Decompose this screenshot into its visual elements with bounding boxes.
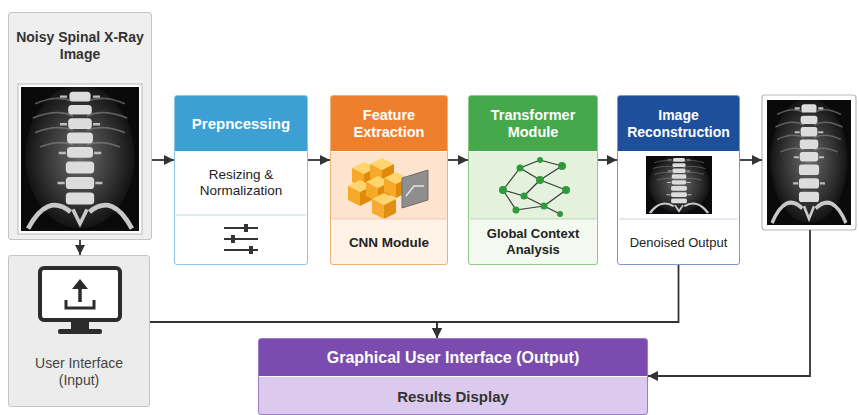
box-fill: [175, 96, 307, 151]
text-slot: Global Context Analysis: [474, 220, 592, 264]
box-fill: [331, 96, 447, 151]
text-slot: User Interface (Input): [14, 342, 144, 402]
process-box: Image ReconstructionDenoised Output: [617, 95, 740, 265]
box-heading: Transformer Module: [474, 107, 592, 142]
input-ui-panel: User Interface (Input): [8, 255, 150, 407]
flow-arrow: [308, 159, 330, 161]
box-fill: [9, 256, 149, 407]
output-arrows: [648, 160, 810, 376]
text-slot: Denoised Output: [623, 222, 734, 264]
text-slot: Results Display: [264, 377, 642, 415]
text-slot: Prepncessing: [180, 96, 302, 152]
flow-arrow: [448, 159, 468, 161]
flow-arrow: [152, 159, 174, 161]
box-fill: [469, 220, 597, 265]
box-body: CNN Module: [349, 235, 429, 251]
process-box: PrepncessingResizing & Normalization: [174, 95, 308, 265]
process-box: Transformer ModuleGlobal Context Analysi…: [468, 95, 598, 265]
text-slot: Resizing & Normalization: [180, 156, 302, 210]
box-heading: Noisy Spinal X-Ray Image: [14, 29, 146, 63]
box-heading: Feature Extraction: [336, 107, 442, 142]
box-body: Global Context Analysis: [474, 226, 592, 257]
denoised-thumbnail: [619, 155, 738, 219]
upload-monitor-icon: [40, 268, 120, 334]
box-fill: [469, 152, 597, 219]
box-fill: [331, 220, 447, 265]
text-slot: CNN Module: [336, 222, 442, 264]
box-fill: [469, 96, 597, 151]
box-heading: Image Reconstruction: [623, 107, 734, 141]
box-fill: [259, 377, 647, 415]
flow-arrow: [79, 240, 81, 255]
box-fill: [331, 152, 447, 219]
box-heading: User Interface (Input): [14, 355, 144, 389]
box-body: Results Display: [397, 388, 509, 406]
box-fill: [9, 13, 151, 240]
text-slot: Graphical User Interface (Output): [264, 339, 642, 377]
flow-arrow: [437, 265, 679, 338]
box-body: Denoised Output: [630, 235, 728, 251]
flow-arrow: [598, 159, 617, 161]
box-heading: Prepncessing: [192, 115, 290, 133]
box-heading: Graphical User Interface (Output): [327, 348, 580, 367]
slider-icon: [176, 215, 306, 254]
flow-arrow: [150, 322, 437, 338]
cnn-cubes-icon: [332, 158, 446, 219]
text-slot: Noisy Spinal X-Ray Image: [14, 19, 146, 73]
output-xray-image: [762, 95, 856, 230]
network-icon: [470, 157, 596, 219]
box-fill: [175, 152, 307, 265]
text-slot: Feature Extraction: [336, 96, 442, 152]
box-fill: [259, 339, 647, 376]
text-slot: Image Reconstruction: [623, 96, 734, 152]
input-image-panel: Noisy Spinal X-Ray Image: [8, 12, 152, 240]
input-xray-image: [18, 84, 142, 234]
text-slot: Transformer Module: [474, 96, 592, 152]
box-fill: [618, 152, 739, 265]
box-body: Resizing & Normalization: [180, 167, 302, 199]
process-box: Feature ExtractionCNN Module: [330, 95, 448, 265]
output-gui-box: Graphical User Interface (Output) Results…: [258, 338, 648, 415]
box-fill: [618, 96, 739, 151]
